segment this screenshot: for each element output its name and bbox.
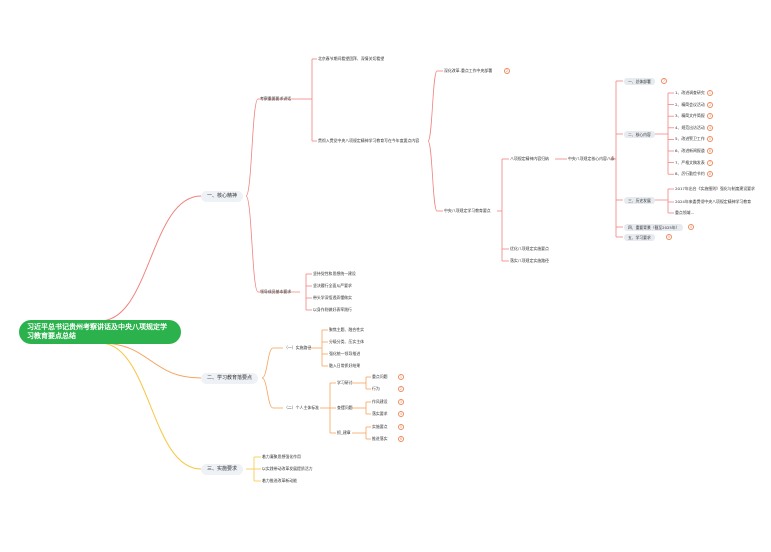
connector (427, 140, 438, 212)
core-item[interactable]: 4、规范出访活动 (675, 124, 705, 130)
core-item[interactable]: 7、严格文稿发表 (675, 159, 705, 165)
leader-item-3[interactable]: 带头学深悟透弄懂做实 (313, 295, 352, 300)
node-inspection-speech[interactable]: 考察重要要求讲话 (260, 96, 292, 101)
leader-item-4[interactable]: 以身作则做好表率践行 (313, 307, 352, 312)
badge: 8 (707, 171, 713, 178)
connector-branch2 (99, 342, 202, 379)
badge: 7 (661, 78, 667, 84)
core-item[interactable]: 6、改进新闻报道 (675, 148, 705, 153)
node-reform-deploy[interactable]: 深化改革-重点工作中央部署 (444, 68, 493, 73)
connector (245, 98, 259, 197)
leader-item-1[interactable]: 坚持党性和思想统一建设 (313, 271, 356, 276)
impl-item-2[interactable]: 以实践带动改革发展提质活力 (262, 466, 313, 471)
group-study-req[interactable]: 五、学习要求 (624, 234, 655, 241)
node-path[interactable]: （一）实施路径 (284, 345, 312, 350)
impl-item-3[interactable]: 着力推进改革新动能 (262, 478, 298, 483)
badge: 2 (398, 386, 404, 392)
node-eight-core[interactable]: 中央八项规定核心内容八条 (568, 156, 615, 161)
leaf-n1-1[interactable]: 北京春节期间看望团拜、深情关切看望 (318, 56, 385, 61)
badge: 2 (707, 101, 713, 108)
group-core-content[interactable]: 二、核心内容 (624, 131, 655, 138)
branch-impl-req[interactable]: 三、实施要求 (201, 464, 244, 475)
badge: 4 (398, 411, 404, 417)
group-history[interactable]: 三、历史发展 (624, 197, 655, 204)
history-item-3[interactable]: 重点领域… (675, 210, 695, 215)
badge: 4 (707, 124, 713, 131)
connector (261, 347, 274, 379)
connector (261, 377, 274, 409)
core-item[interactable]: 8、厉行勤俭节约 (675, 171, 705, 177)
badge: 1 (398, 374, 404, 380)
node-personal-std[interactable]: （二）个人主体标准 (284, 405, 320, 410)
badge: 4 (688, 224, 694, 230)
badge: 1 (707, 90, 713, 96)
history-item-1[interactable]: 2017年出台《实施细则》强化与制度建设要求 (675, 186, 755, 191)
leader-item-2[interactable]: 坚决履行全面从严要求 (313, 283, 352, 288)
history-item-2[interactable]: 2024年来委贯彻中央八项规定精神学习教育 (675, 199, 752, 204)
core-item[interactable]: 5、改进警卫工作 (675, 136, 705, 142)
node-eight-rules-study[interactable]: 中央八项规定学习教育要点 (444, 208, 491, 213)
connector-branch3 (99, 342, 202, 470)
std-leaf[interactable]: 作风建设 (372, 399, 388, 404)
branch-study-points[interactable]: 二、学习教育落要点 (201, 373, 259, 384)
leaf-n1-2[interactable]: 贯彻入贯党中央八项规定精神学习教育写在今年度要点内容 (318, 138, 420, 143)
badge: 7 (707, 159, 713, 166)
connector-branch1 (99, 195, 202, 322)
group-overall[interactable]: 一、总体部署 (624, 78, 655, 85)
node-rules-optimize[interactable]: 优化八项规定实施要点 (510, 246, 549, 251)
branch-core-spirit[interactable]: 一、核心精神 (201, 191, 244, 202)
node-rules-implement[interactable]: 落实八项规定实施路径 (510, 258, 549, 263)
path-item-1[interactable]: 聚焦主题、融合性实 (329, 327, 365, 332)
path-item-3[interactable]: 强化统一领导推进 (329, 351, 361, 356)
badge: 6 (398, 436, 404, 442)
group-check-problems[interactable]: 查摆问题 (337, 405, 353, 410)
badge: 5 (666, 234, 672, 240)
badge: 5 (707, 136, 713, 143)
node-rules-summary[interactable]: 八项规定精神内容归纳 (510, 156, 549, 161)
node-leader-req[interactable]: 领导成员基本要求 (260, 289, 292, 294)
core-item[interactable]: 3、精简文件简报 (675, 113, 705, 119)
path-item-2[interactable]: 分级分类、压实主体 (329, 339, 365, 344)
connector (427, 70, 438, 142)
badge: 6 (707, 148, 713, 154)
badge: 5 (398, 424, 404, 430)
badge: 2 (504, 68, 510, 74)
connector (245, 195, 259, 293)
group-build-rules[interactable]: 抓_建章 (337, 430, 351, 435)
std-leaf[interactable]: 行为 (372, 386, 380, 391)
path-item-4[interactable]: 融入日常抓好结果 (329, 363, 361, 368)
badge: 3 (398, 399, 404, 405)
group-background[interactable]: 四、重要背景（截至2025年） (624, 224, 684, 231)
impl-item-1[interactable]: 着力凝聚思想强化作用 (262, 454, 301, 459)
std-leaf[interactable]: 实施要点 (372, 424, 388, 429)
badge: 3 (707, 113, 713, 120)
std-leaf[interactable]: 重点问题 (372, 374, 388, 379)
core-item[interactable]: 1、改进调查研究 (675, 90, 705, 95)
group-study-discuss[interactable]: 学习研讨 (337, 380, 353, 385)
root-topic[interactable]: 习近平总书记贵州考察讲话及中央八项规定学习教育要点总结 (19, 320, 181, 344)
core-item[interactable]: 2、精简会议活动 (675, 101, 705, 107)
std-leaf[interactable]: 推进落实 (372, 436, 388, 441)
std-leaf[interactable]: 落实要求 (372, 411, 388, 416)
